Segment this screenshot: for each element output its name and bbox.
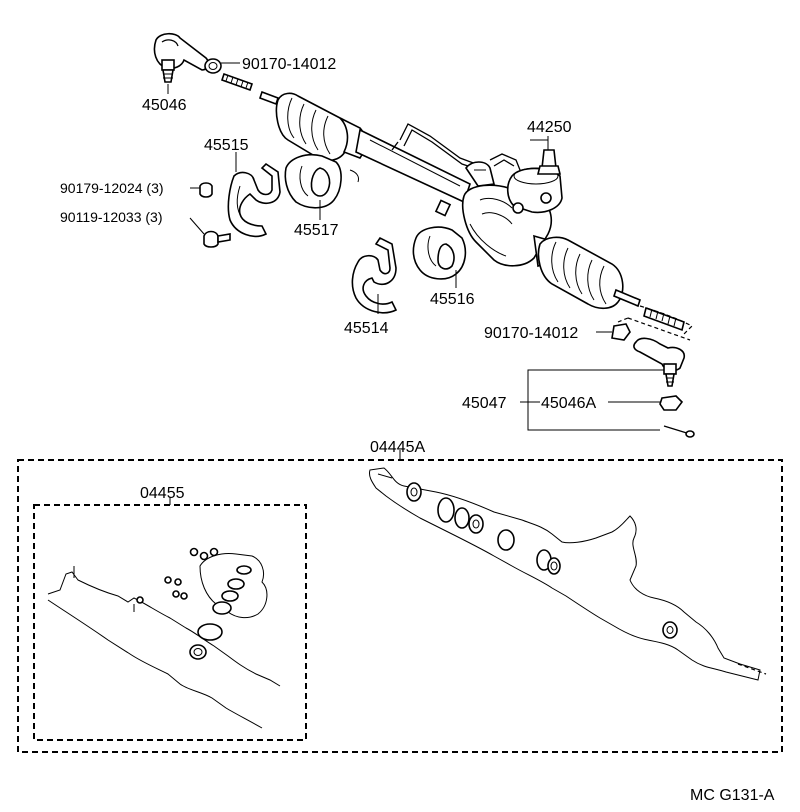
label-45515: 45515: [204, 137, 249, 154]
label-45516: 45516: [430, 291, 475, 308]
diagram-code: MC G131-A: [690, 787, 775, 804]
clamp-45515: [227, 162, 281, 238]
label-90179: 90179-12024 (3): [60, 180, 164, 196]
label-04445A: 04445A: [370, 439, 425, 456]
kit-04455-rack-outline: [47, 553, 281, 729]
kit-04455-box: [33, 497, 307, 741]
kit-04445A-box: [17, 450, 783, 753]
steering-rack-housing: [275, 92, 641, 310]
kit-04445A-seals: [406, 482, 678, 639]
label-90170-top: 90170-14012: [242, 56, 336, 73]
label-45514: 45514: [344, 320, 389, 337]
label-45046A: 45046A: [541, 395, 596, 412]
tie-rod-thread-left: [220, 72, 280, 106]
nut-90170-top: [204, 58, 222, 74]
clamp-45514: [351, 236, 398, 314]
label-04455: 04455: [140, 485, 185, 502]
kit-04445A-rack-outline: [369, 467, 767, 681]
bolt-90179: [199, 182, 213, 198]
label-90170-bottom: 90170-14012: [484, 325, 578, 342]
nut-90170-bottom: [611, 323, 631, 341]
kit-04455-seals: [164, 547, 252, 660]
tie-rod-end-right: [633, 337, 686, 387]
label-45046: 45046: [142, 97, 187, 114]
label-45517: 45517: [294, 222, 339, 239]
bushing-45517: [284, 153, 359, 209]
tie-rod-thread-right: [617, 305, 694, 341]
label-90119: 90119-12033 (3): [60, 209, 162, 225]
cotter-pin: [663, 425, 695, 438]
nut-45046A: [659, 395, 684, 411]
tie-rod-end-left: [153, 32, 209, 83]
bushing-45516: [412, 226, 467, 280]
label-45047: 45047: [462, 395, 507, 412]
label-44250: 44250: [527, 119, 572, 136]
bolt-90119: [203, 230, 231, 248]
